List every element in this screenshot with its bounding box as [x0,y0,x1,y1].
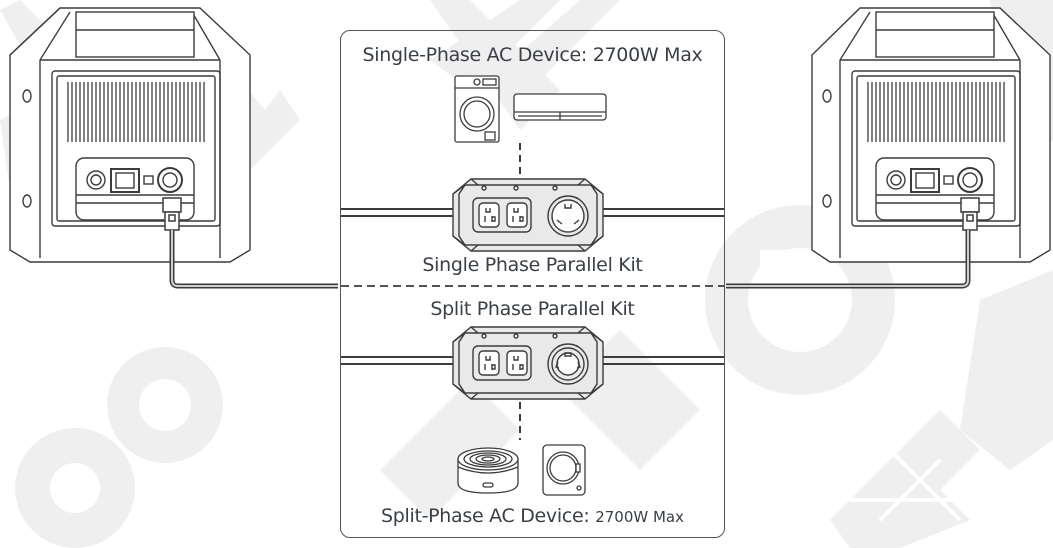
power-station-left [9,7,251,263]
dryer-icon [542,444,586,496]
split-phase-device-title-main: Split-Phase AC Device: [380,505,596,527]
air-conditioner-icon [513,93,607,121]
split-phase-parallel-kit [452,326,604,400]
single-phase-kit-label: Single Phase Parallel Kit [422,254,643,276]
single-phase-parallel-kit [452,178,604,252]
split-phase-device-title-value: 2700W Max [595,508,685,526]
single-phase-device-title: Single-Phase AC Device: 2700W Max [362,44,703,66]
split-phase-device-title: Split-Phase AC Device: 2700W Max [340,505,725,527]
parallel-kit-panel [340,30,725,538]
washing-machine-icon [454,75,500,143]
power-station-right [811,7,1051,263]
induction-cooktop-icon [457,447,519,494]
split-phase-kit-label: Split Phase Parallel Kit [430,298,635,320]
